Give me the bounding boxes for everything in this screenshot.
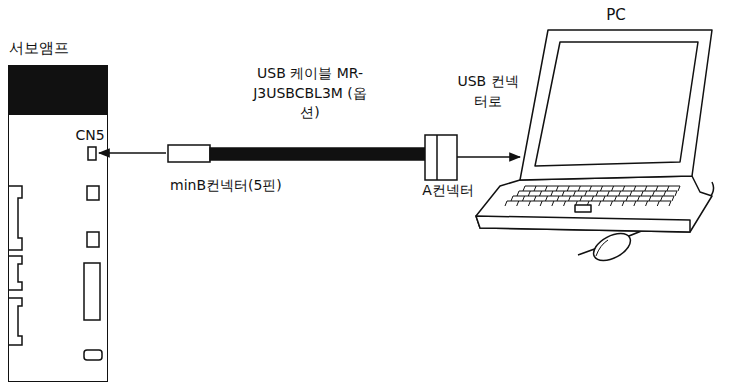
key-stroke bbox=[517, 201, 519, 206]
key-stroke bbox=[592, 196, 594, 201]
key-stroke bbox=[523, 196, 525, 201]
key-stroke bbox=[661, 196, 663, 201]
key-stroke bbox=[556, 186, 558, 191]
key-stroke bbox=[634, 201, 636, 206]
key-stroke bbox=[523, 186, 525, 191]
key-stroke bbox=[603, 196, 605, 201]
key-stroke bbox=[615, 196, 617, 201]
key-stroke bbox=[505, 201, 507, 206]
key-stroke bbox=[626, 196, 628, 201]
node-heading: 서보앰프 bbox=[9, 39, 69, 58]
usb-cable bbox=[99, 135, 520, 180]
key-stroke bbox=[564, 201, 566, 206]
direction-note: USB 컨넥터로 bbox=[457, 72, 520, 111]
key-stroke bbox=[569, 196, 571, 201]
key-stroke bbox=[545, 186, 547, 191]
key-stroke bbox=[619, 191, 621, 196]
key-stroke bbox=[630, 191, 632, 196]
key-stroke bbox=[589, 186, 591, 191]
key-stroke bbox=[672, 196, 674, 201]
key-stroke bbox=[551, 191, 553, 196]
node-heading: PC bbox=[606, 6, 626, 25]
key-stroke bbox=[511, 196, 513, 201]
key-stroke bbox=[675, 191, 677, 196]
key-stroke bbox=[612, 186, 614, 191]
connector-name: minB컨넥터(5핀) bbox=[170, 176, 282, 196]
key-stroke bbox=[622, 201, 624, 206]
key-stroke bbox=[669, 201, 671, 206]
key-stroke bbox=[540, 201, 542, 206]
key-stroke bbox=[649, 196, 651, 201]
key-stroke bbox=[534, 186, 536, 191]
key-stroke bbox=[607, 191, 609, 196]
key-stroke bbox=[567, 186, 569, 191]
connector-name: A컨넥터 bbox=[422, 181, 474, 201]
key-stroke bbox=[652, 191, 654, 196]
key-stroke bbox=[646, 201, 648, 206]
key-stroke bbox=[540, 191, 542, 196]
key-stroke bbox=[638, 196, 640, 201]
key-stroke bbox=[573, 191, 575, 196]
key-stroke bbox=[534, 196, 536, 201]
connector-name: CN5 bbox=[74, 126, 105, 146]
key-stroke bbox=[528, 191, 530, 196]
servo-amp: 서보앰프 bbox=[8, 65, 108, 382]
key-stroke bbox=[657, 201, 659, 206]
key-stroke bbox=[562, 191, 564, 196]
laptop-drawing bbox=[476, 30, 714, 266]
key-stroke bbox=[552, 201, 554, 206]
key-stroke bbox=[623, 186, 625, 191]
key-stroke bbox=[580, 196, 582, 201]
key-stroke bbox=[645, 186, 647, 191]
key-stroke bbox=[546, 196, 548, 201]
key-stroke bbox=[678, 186, 680, 191]
cable-name: USB 케이블 MR-J3USBCBL3M (옵션) bbox=[245, 64, 375, 123]
pc: PC bbox=[500, 4, 725, 30]
key-stroke bbox=[596, 191, 598, 196]
key-stroke bbox=[667, 186, 669, 191]
key-stroke bbox=[634, 186, 636, 191]
key-stroke bbox=[599, 201, 601, 206]
key-stroke bbox=[656, 186, 658, 191]
key-stroke bbox=[585, 191, 587, 196]
key-stroke bbox=[517, 191, 519, 196]
key-stroke bbox=[664, 191, 666, 196]
key-stroke bbox=[578, 186, 580, 191]
key-stroke bbox=[601, 186, 603, 191]
key-stroke bbox=[528, 201, 530, 206]
key-stroke bbox=[557, 196, 559, 201]
servo-amp-drawing bbox=[8, 65, 108, 360]
key-stroke bbox=[641, 191, 643, 196]
key-stroke bbox=[610, 201, 612, 206]
